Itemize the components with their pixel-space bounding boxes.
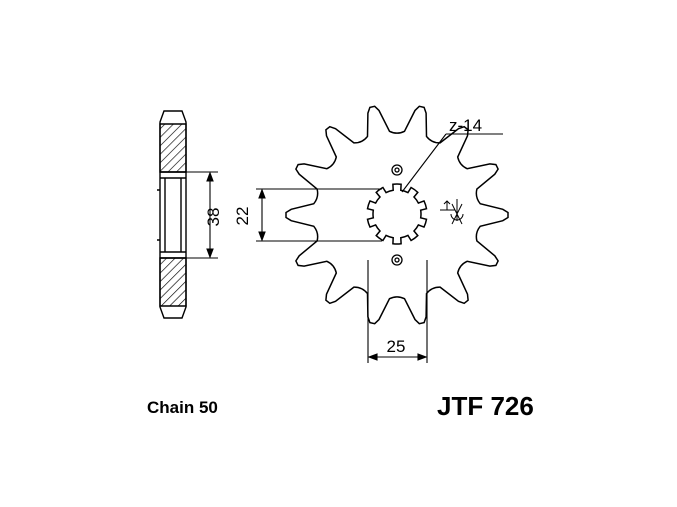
bolt-hole-upper [391,164,403,176]
bolt-spacing-label: 25 [387,337,406,356]
part-number-label: JTF 726 [437,391,534,421]
hub-width-label: 38 [204,208,223,227]
teeth-count-label: z-14 [449,116,482,135]
dimension-hub-width [186,171,218,259]
side-view-outline [159,110,187,319]
spline-bore [366,183,428,245]
chain-size-label: Chain 50 [147,398,218,417]
side-view-hatch-upper [159,123,187,173]
sprocket-side-view [157,110,187,319]
rotation-symbol-icon [440,199,464,225]
dimension-bore [256,188,382,242]
sprocket-front-view [285,105,509,325]
side-view-hatch-lower [159,257,187,307]
bore-label: 22 [233,207,252,226]
teeth-count-leader [401,133,503,193]
bolt-hole-lower [391,254,403,266]
dimension-bolt-spacing [367,260,428,363]
